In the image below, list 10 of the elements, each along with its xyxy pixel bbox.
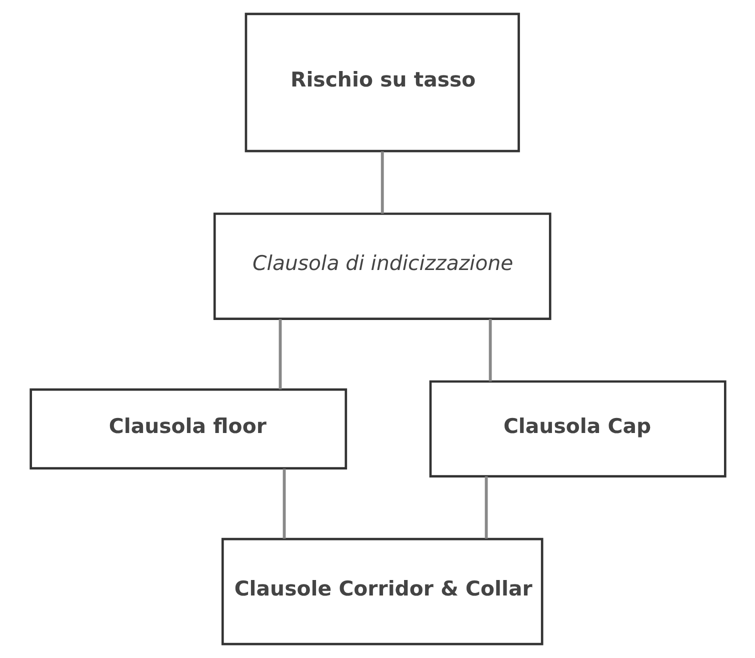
connector xyxy=(484,476,488,539)
node-box: Clausola Cap xyxy=(428,380,726,478)
node-box: Rischio su tasso xyxy=(244,12,520,152)
node-box: Clausola di indicizzazione xyxy=(212,212,551,320)
connector xyxy=(488,319,492,382)
connector xyxy=(278,319,282,390)
node-box: Clausole Corridor & Collar xyxy=(220,538,543,646)
node-box: Clausola floor xyxy=(29,388,347,470)
connector xyxy=(380,151,384,214)
connector xyxy=(282,468,286,539)
